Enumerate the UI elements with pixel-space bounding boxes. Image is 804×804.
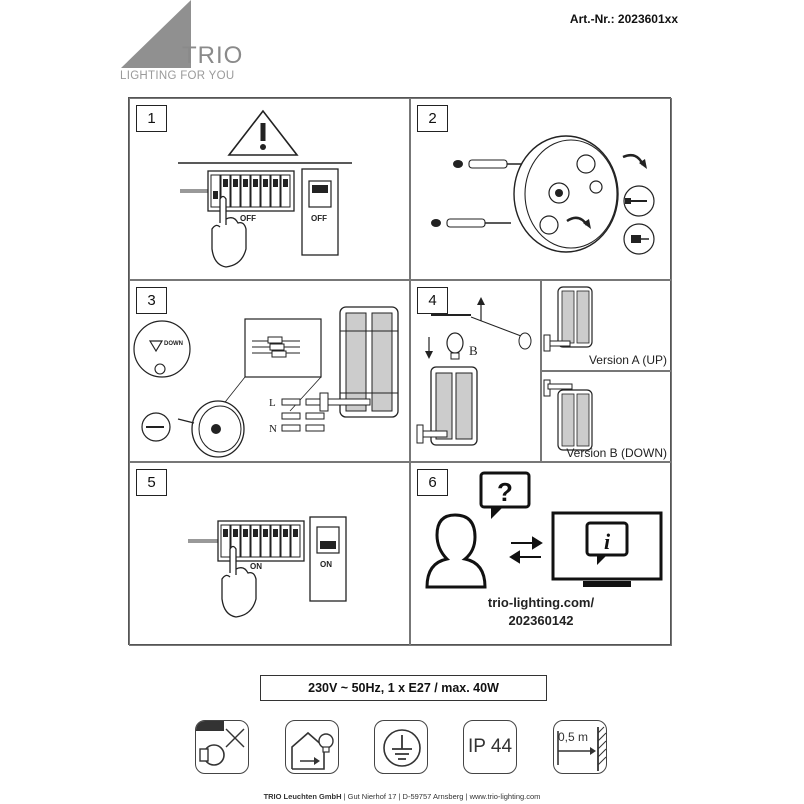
footer-web[interactable]: www.trio-lighting.com — [469, 792, 541, 801]
step-number: 5 — [136, 469, 167, 496]
exchange-arrows-icon — [509, 536, 543, 564]
wall-lamp-icon — [319, 306, 399, 418]
rotate-label: B — [469, 343, 478, 358]
min-distance-text: 0,5 m — [558, 730, 588, 744]
person-icon — [425, 513, 487, 589]
switch-off-label: OFF — [311, 214, 327, 223]
wire-n-label: N — [269, 423, 277, 435]
warning-icon — [227, 109, 299, 156]
power-on-illustration: ON ON — [188, 516, 347, 618]
power-off-illustration: OFF OFF — [178, 109, 352, 268]
hand-icon — [221, 545, 257, 618]
panel-1: 1 — [129, 98, 410, 280]
svg-text:?: ? — [497, 477, 513, 507]
panel-5: 5 — [129, 462, 410, 646]
fuse-box-icon — [188, 520, 305, 562]
step-number: 2 — [417, 105, 448, 132]
trio-logo-triangle — [121, 0, 191, 68]
support-article: 202360142 — [508, 613, 574, 628]
panel-6: 6 ? i — [410, 462, 672, 646]
panel-version-b: Version B (DOWN) — [541, 371, 672, 462]
footer-address: Gut Nierhof 17 — [347, 792, 397, 801]
online-info-illustration: ? i — [425, 471, 663, 589]
electrical-spec: 230V ~ 50Hz, 1 x E27 / max. 40W — [260, 675, 547, 701]
footer-separator: | — [465, 792, 468, 801]
step-number: 1 — [136, 105, 167, 132]
panel-version-a: Version A (UP) — [541, 280, 672, 371]
wall-switch-icon — [309, 516, 347, 602]
wiring-illustration: DOWN — [133, 306, 399, 458]
step-number: 4 — [417, 287, 448, 314]
no-dimmer-icon — [195, 720, 249, 774]
svg-text:i: i — [604, 529, 611, 554]
hand-icon — [211, 195, 247, 268]
switch-on-label: ON — [320, 560, 332, 569]
bulb-icon — [446, 332, 464, 354]
step-number: 6 — [417, 469, 448, 496]
brand-tagline: LIGHTING FOR YOU — [120, 70, 235, 82]
min-distance-icon: 0,5 m — [553, 720, 607, 774]
footer-separator: | — [343, 792, 346, 801]
indoor-use-icon — [285, 720, 339, 774]
lamp-down-icon — [543, 379, 593, 451]
fuse-off-label: OFF — [240, 214, 256, 223]
panel-2: 2 — [410, 98, 672, 280]
brand-name: TRIO — [182, 42, 244, 69]
support-url[interactable]: trio-lighting.com/ — [487, 595, 595, 610]
ip-rating-icon: IP 44 — [463, 720, 517, 774]
panel-4: 4 B — [410, 280, 541, 462]
protective-earth-icon — [374, 720, 428, 774]
footer: TRIO Leuchten GmbH | Gut Nierhof 17 | D-… — [0, 792, 804, 801]
version-b-label: Version B (DOWN) — [566, 446, 667, 460]
fuse-on-label: ON — [250, 562, 262, 571]
version-a-label: Version A (UP) — [588, 353, 667, 367]
step-number: 3 — [136, 287, 167, 314]
lamp-up-icon — [543, 286, 593, 352]
monitor-icon: i — [551, 511, 663, 589]
footer-city: D-59757 Arnsberg — [402, 792, 464, 801]
question-bubble-icon: ? — [479, 471, 531, 519]
panel-3: 3 DOWN — [129, 280, 410, 462]
instruction-grid: 1 — [128, 97, 672, 646]
fuse-box-icon — [180, 170, 295, 212]
ip-rating-text: IP 44 — [467, 736, 513, 757]
wire-l-label: L — [269, 397, 276, 409]
footer-company: TRIO Leuchten GmbH — [263, 792, 342, 801]
bulb-assembly-illustration: B — [416, 297, 532, 446]
down-label: DOWN — [164, 341, 183, 347]
mounting-plate-illustration — [431, 135, 655, 255]
wall-switch-icon — [301, 168, 339, 256]
footer-separator: | — [398, 792, 401, 801]
wall-lamp-icon — [416, 366, 478, 446]
article-number: Art.-Nr.: 2023601xx — [569, 12, 678, 26]
